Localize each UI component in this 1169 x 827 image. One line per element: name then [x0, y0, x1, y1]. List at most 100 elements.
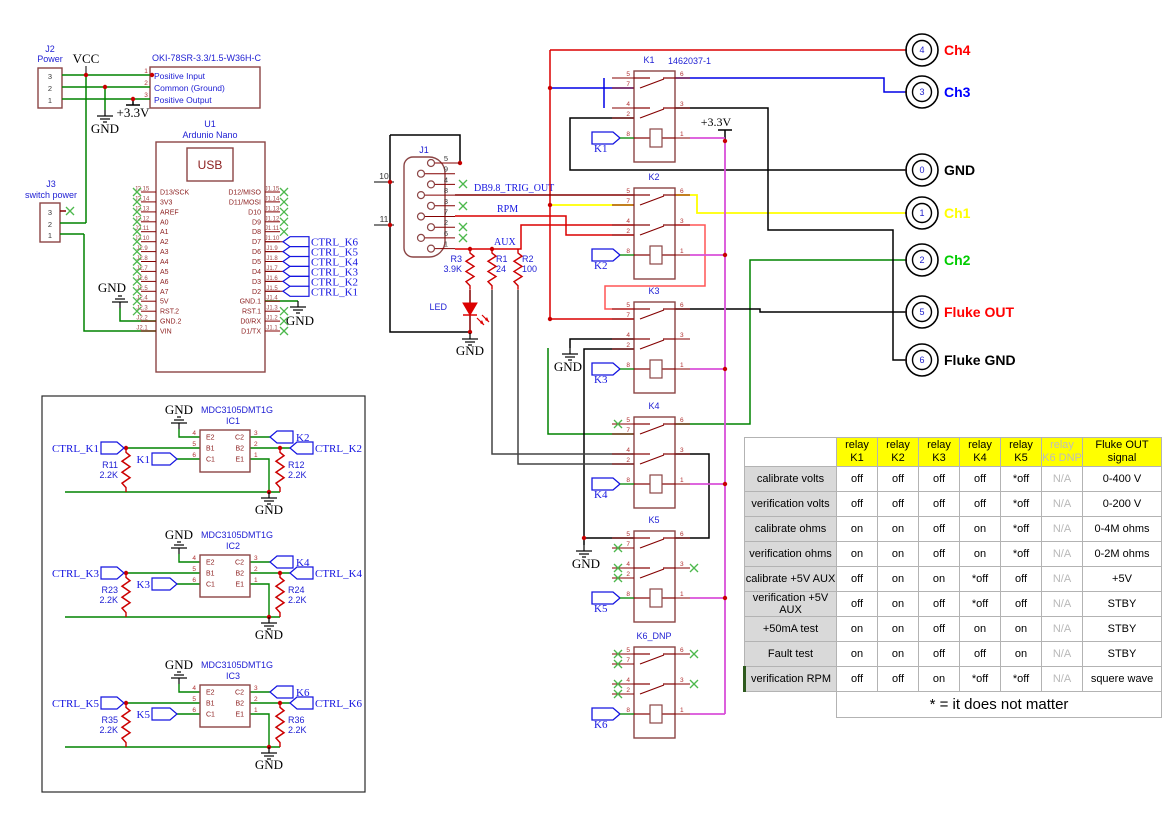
connector-outer-ring [905, 75, 939, 109]
arduino-stub-label: J1.6 [266, 276, 278, 282]
table-cell: 0-2M ohms [1082, 541, 1162, 567]
resistor-value: 2.2K [288, 470, 307, 480]
connector-inner-ring [911, 81, 933, 103]
table-row-label: verification RPM [743, 666, 837, 692]
led-label: LED [429, 302, 447, 312]
relay-input-label: K1 [594, 143, 607, 155]
ic-pin-name: B2 [235, 701, 244, 708]
net-label-arrow-icon [269, 555, 294, 569]
db9-pin-circle [416, 212, 426, 221]
usb-port-outline [186, 147, 234, 182]
no-connect-icon [689, 649, 699, 659]
arduino-pin-name: D5 [252, 259, 261, 266]
resistor-ref: R11 [102, 460, 118, 470]
relay-coil-icon [649, 704, 663, 724]
table-cell: on [877, 616, 919, 642]
ic-pin-number: 3 [254, 685, 258, 692]
arduino-stub-label: J2.1 [136, 326, 148, 332]
arduino-pin-name: D13/SCK [160, 190, 190, 197]
wire [639, 538, 665, 549]
relay-coil-net-label: K2 [296, 432, 309, 444]
ctrl-net-label: CTRL_K6 [311, 237, 359, 249]
ic-pin-number: 1 [254, 577, 258, 584]
no-connect-icon [689, 679, 699, 689]
arduino-pin-name: 3V3 [160, 199, 173, 206]
resistor-symbol [121, 702, 131, 748]
resistor-value: 2.2K [99, 470, 118, 480]
ctrl-net-label: CTRL_K4 [311, 257, 359, 269]
no-connect-icon [458, 179, 468, 189]
wire [639, 424, 665, 435]
arduino-pin-name: GND.1 [240, 299, 262, 306]
table-row-label: Fault test [744, 641, 837, 667]
db9-pin-number: 1 [444, 240, 448, 249]
db9-pin-number: 6 [444, 229, 448, 238]
connector-outer-ring [905, 153, 939, 187]
junction-dot [387, 222, 393, 228]
wire [675, 308, 905, 313]
relay-pin-number: 6 [680, 647, 684, 654]
relay-pin-number: 4 [626, 218, 630, 225]
ic-pin-number: 6 [192, 707, 196, 714]
gnd-symbol-icon [170, 541, 188, 555]
relay-coil-icon [649, 474, 663, 494]
table-row-label: calibrate +5V AUX [744, 566, 837, 592]
resistor-symbol [465, 248, 475, 291]
table-row-label: verification +5V AUX [744, 591, 837, 617]
table-row-label: verification ohms [744, 541, 837, 567]
resistor-symbol [275, 447, 285, 493]
j1-shell-pin-11: 11 [380, 214, 389, 224]
relay-pin-number: 8 [626, 362, 630, 369]
arduino-stub-label: J1.15 [265, 187, 280, 193]
resistor-ref: R23 [101, 585, 118, 595]
connector-gnd [905, 153, 939, 187]
db9-pin-circle [416, 169, 426, 178]
arduino-stub-label: J1.10 [265, 236, 280, 242]
connector-number: 2 [919, 255, 924, 265]
no-connect-icon [458, 233, 468, 243]
ctrl-net-label: CTRL_K5 [52, 698, 100, 710]
relay-ref: K3 [648, 286, 659, 296]
ic-pin-number: 6 [192, 577, 196, 584]
arduino-stub-label: J2.9 [136, 246, 148, 252]
junction-dot [149, 72, 155, 78]
wire [675, 259, 905, 425]
ic-pin-number: 2 [254, 566, 258, 573]
arduino-pin-name: A3 [160, 249, 169, 256]
relay-pin-number: 4 [626, 561, 630, 568]
arduino-pin-name: D12/MISO [228, 190, 261, 197]
db9-pin-number: 8 [444, 186, 448, 195]
gnd-label-driver-bottom: GND [255, 757, 283, 772]
connector-ch2 [905, 243, 939, 277]
wire [639, 339, 665, 350]
arduino-stub-label: J2.4 [136, 296, 148, 302]
table-cell: on [836, 516, 878, 542]
arduino-stub-label: J1.13 [265, 206, 280, 212]
connector-outer-ring [905, 295, 939, 329]
junction-dot [722, 252, 728, 258]
db9-pin-circle [426, 223, 436, 232]
wire [569, 338, 634, 348]
table-cell: off [836, 491, 878, 517]
arduino-pin-name: D3 [252, 279, 261, 286]
connector-ch3 [905, 75, 939, 109]
table-cell: off [836, 666, 878, 692]
net-label-arrow-icon [100, 566, 125, 580]
table-cell: *off [959, 566, 1001, 592]
table-cell: off [918, 591, 960, 617]
table-cell: *off [1000, 491, 1042, 517]
ic-pin-number: 3 [254, 430, 258, 437]
relay-pin-number: 8 [626, 707, 630, 714]
relay-pin-number: 6 [680, 417, 684, 424]
relay-k2 [591, 187, 690, 280]
db9-pin-number: 9 [444, 165, 448, 174]
wire [639, 108, 665, 119]
arduino-stub-label: J2.11 [135, 226, 150, 232]
connector-ch4 [905, 33, 939, 67]
net-label-arrow-icon [269, 685, 294, 699]
arduino-stub-label: J2.2 [136, 316, 148, 322]
connector-label: Ch4 [944, 42, 971, 58]
arduino-pin-name: D7 [252, 239, 261, 246]
